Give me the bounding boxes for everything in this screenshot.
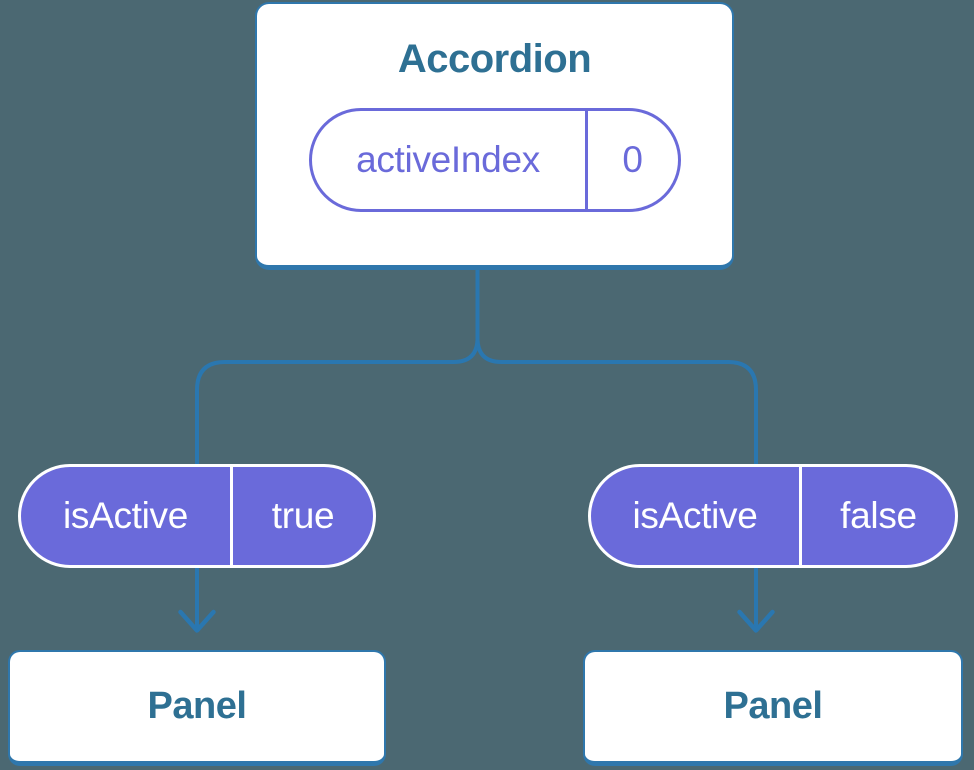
isactive-prop-pill-right: isActive false: [588, 464, 958, 568]
prop-value: 0: [622, 139, 643, 180]
panel-node-left: Panel: [8, 650, 386, 766]
panel-node-right: Panel: [583, 650, 963, 766]
arrow-down-icon-left: [178, 609, 216, 633]
accordion-node-title: Accordion: [397, 37, 592, 81]
connector-left-branch: [195, 268, 480, 629]
isactive-prop-pill-left: isActive true: [18, 464, 376, 568]
connector-right-branch: [475, 268, 758, 629]
accordion-node: Accordion activeIndex 0: [255, 2, 734, 270]
prop-value: false: [840, 495, 917, 536]
panel-node-title: Panel: [147, 685, 247, 727]
prop-name: isActive: [21, 467, 233, 565]
activeindex-prop-pill: activeIndex 0: [308, 108, 681, 212]
panel-node-title: Panel: [723, 685, 823, 727]
prop-name: activeIndex: [312, 111, 588, 209]
prop-value: true: [271, 495, 335, 536]
arrow-down-icon-right: [737, 609, 775, 633]
prop-name: isActive: [591, 467, 802, 565]
